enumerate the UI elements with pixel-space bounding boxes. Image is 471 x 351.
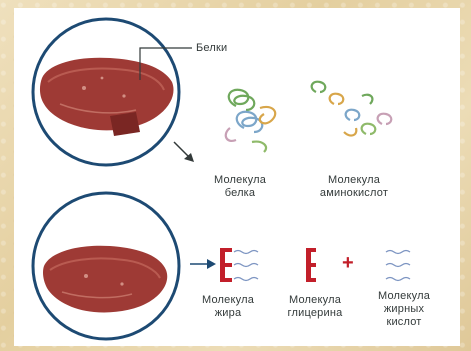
arrow-icon xyxy=(174,142,194,162)
label-line: Молекула xyxy=(366,290,442,303)
label-line: глицерина xyxy=(276,307,354,320)
label-glycerol-molecule: Молекула глицерина xyxy=(276,294,354,320)
label-amino-acid-molecule: Молекула аминокислот xyxy=(304,174,404,200)
label-line: жира xyxy=(192,307,264,320)
fat-molecule-icon xyxy=(220,248,258,282)
label-line: Молекула xyxy=(276,294,354,307)
label-protein-molecule: Молекула белка xyxy=(200,174,280,200)
amino-acid-coil-icon xyxy=(312,82,392,136)
label-fat-molecule: Молекула жира xyxy=(192,294,264,320)
fatty-acid-waves-icon xyxy=(386,251,410,281)
label-fatty-acid-molecule: Молекула жирных кислот xyxy=(366,290,442,329)
label-line: аминокислот xyxy=(304,187,404,200)
label-proteins: Белки xyxy=(196,42,227,55)
glycerol-icon xyxy=(306,248,316,282)
plus-sign: + xyxy=(342,252,354,274)
label-line: белка xyxy=(200,187,280,200)
arrow-icon xyxy=(190,259,216,269)
label-line: жирных xyxy=(366,303,442,316)
protein-coil-icon xyxy=(226,90,275,152)
label-line: Молекула xyxy=(192,294,264,307)
label-line: Молекула xyxy=(200,174,280,187)
diagram-panel: Белки Молекула белка Молекула аминокисло… xyxy=(14,8,460,346)
label-line: Молекула xyxy=(304,174,404,187)
label-line: кислот xyxy=(366,316,442,329)
